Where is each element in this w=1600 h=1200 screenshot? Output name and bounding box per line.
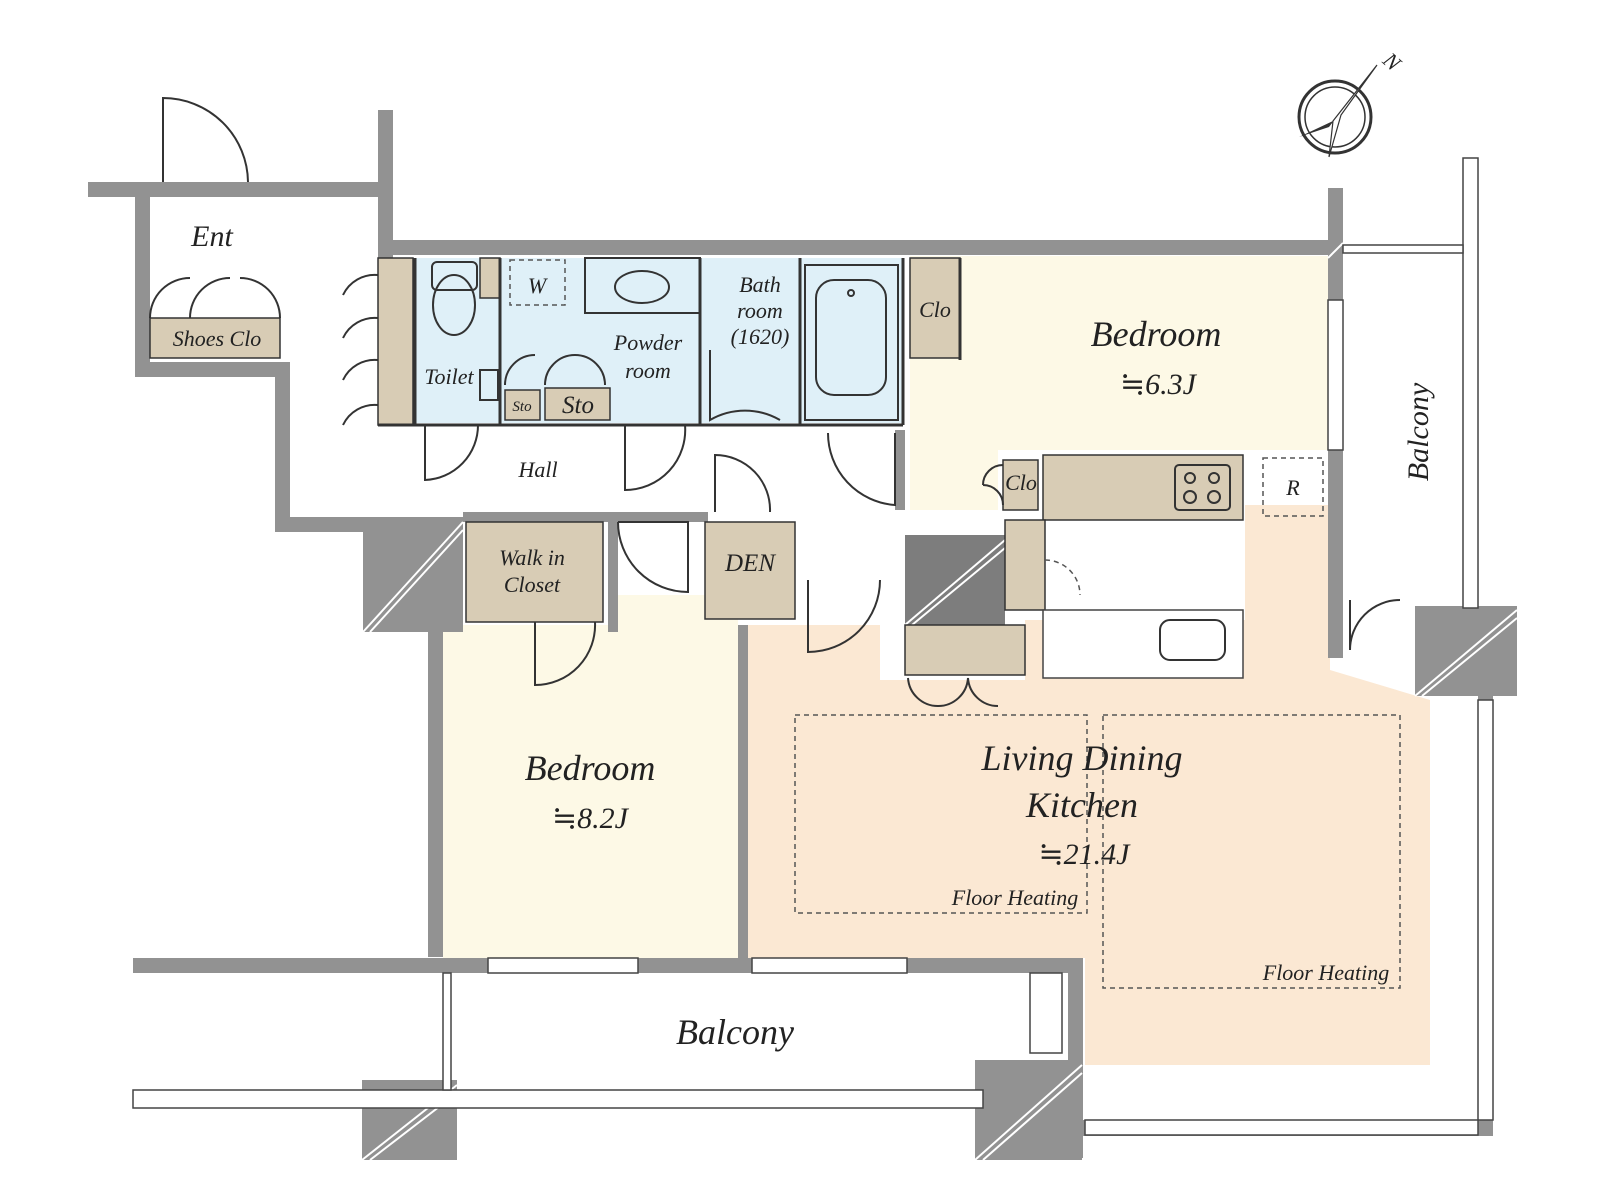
ldk-label-line2: Kitchen — [1025, 785, 1138, 825]
entrance-label: Ent — [190, 220, 233, 253]
bathroom-label-line1: Bath — [739, 272, 781, 297]
compass-ring — [1297, 79, 1373, 155]
closet-top-box — [909, 257, 961, 359]
toilet-icon — [431, 261, 478, 336]
storage-label: Sto — [562, 392, 594, 419]
column-hatching — [361, 242, 1518, 1161]
storage-box — [544, 387, 611, 421]
shoes-closet-label: Shoes Clo — [173, 326, 262, 351]
bathroom-label-line2: room — [737, 298, 783, 323]
ldk-size-label: ≒21.4J — [1039, 838, 1132, 871]
refrigerator-space — [1262, 457, 1324, 517]
balcony-east-label: Balcony — [1402, 382, 1435, 481]
bedroom-top-floor — [910, 256, 1330, 510]
balcony-rails — [132, 157, 1479, 1109]
north-arrow-compass: N — [1297, 47, 1407, 158]
closet-kitchen-label: Clo — [1005, 470, 1037, 495]
floor-fills — [415, 256, 1430, 1065]
kitchen-island — [1042, 609, 1244, 679]
toilet-shelf — [479, 257, 501, 299]
shoes-closet-cabinet — [149, 317, 281, 359]
bedroom-bottom-size: ≒8.2J — [552, 802, 630, 835]
walk-in-closet-label-line1: Walk in — [499, 545, 565, 570]
doors — [149, 96, 1401, 708]
kitchen-sink — [1159, 619, 1226, 661]
stove-icon — [1174, 464, 1231, 511]
toilet-paper-holder — [479, 369, 499, 401]
bedroom-bottom-name: Bedroom — [525, 748, 656, 788]
walk-in-closet-box — [465, 521, 604, 623]
bedroom-top-name: Bedroom — [1091, 314, 1222, 354]
closet-top-label: Clo — [919, 297, 951, 322]
bathroom-size-label: (1620) — [731, 324, 790, 349]
bedroom-top-size: ≒6.3J — [1120, 368, 1198, 401]
walk-in-closet-label-line2: Closet — [504, 572, 561, 597]
compass-north-label: N — [1377, 47, 1406, 77]
washer-label: W — [528, 273, 548, 298]
hall-label: Hall — [517, 457, 557, 482]
wet-room-partitions — [378, 258, 962, 427]
den-box — [704, 521, 796, 620]
kitchen-pantry — [1004, 519, 1046, 611]
powder-room-label-line2: room — [625, 358, 671, 383]
ldk-label-line1: Living Dining — [980, 738, 1182, 778]
floor-heating-label-1: Floor Heating — [951, 885, 1079, 910]
windows — [487, 299, 1494, 1136]
hall-shelf — [377, 257, 414, 426]
refrigerator-label: R — [1285, 475, 1300, 500]
den-label: DEN — [724, 550, 776, 577]
floor-heating-zone-1 — [794, 714, 1088, 914]
ldk-floor — [738, 505, 1430, 1065]
toilet-label: Toilet — [424, 364, 474, 389]
floor-heating-zone-2 — [1102, 714, 1401, 989]
washer-space — [509, 259, 566, 306]
balcony-south-label: Balcony — [676, 1012, 794, 1052]
bedroom-bottom-floor — [443, 595, 738, 958]
bathtub-icon — [804, 264, 899, 421]
closet-kitchen-box — [1002, 459, 1039, 511]
kitchen-island-side — [904, 624, 1026, 676]
storage-small-label: Sto — [512, 399, 532, 415]
storage-small-box — [504, 389, 541, 421]
floor-heating-label-2: Floor Heating — [1262, 960, 1390, 985]
powder-room-label-line1: Powder — [613, 330, 683, 355]
